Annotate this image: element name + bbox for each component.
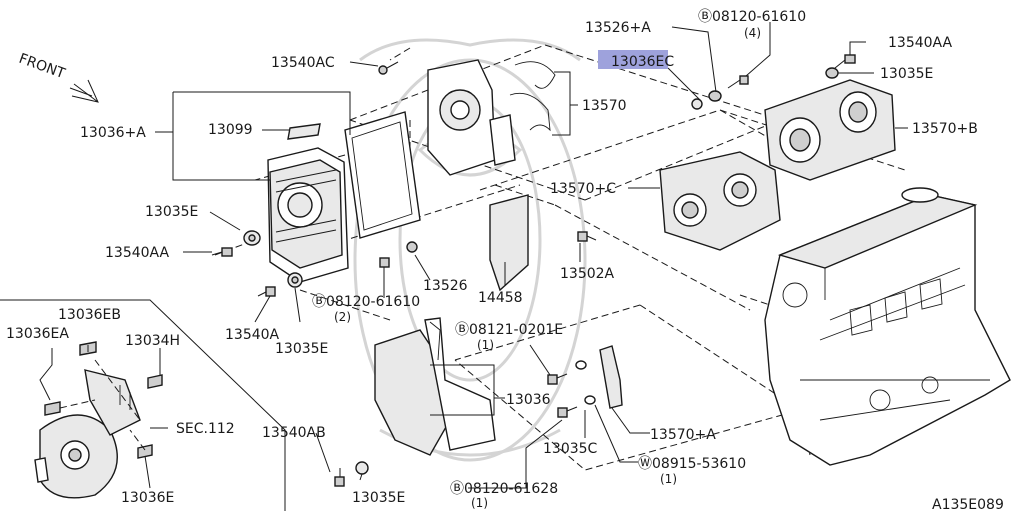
label-bolt-08120-61610-top: Ⓑ08120-61610 — [698, 9, 806, 25]
bolt-13540AC-icon — [378, 61, 399, 75]
label-13540AB: 13540AB — [262, 425, 326, 441]
label-13035E-mid: 13035E — [275, 341, 328, 357]
label-13526: 13526 — [423, 278, 468, 294]
label-13036: 13036 — [506, 392, 551, 408]
bolt-08120-61610-mid-icon — [379, 257, 390, 282]
bracket-13570A-icon — [599, 345, 623, 409]
gasket-part — [344, 111, 421, 239]
bolt-08121-0201E-icon — [547, 373, 568, 385]
label-bolt-08120-61628: Ⓑ08120-61628 — [450, 481, 558, 497]
label-bolt-08121-0201E: Ⓑ08121-0201E — [455, 322, 563, 338]
label-13036A: 13036+A — [80, 125, 146, 141]
washer-13035C-icon — [575, 360, 596, 405]
plate-14458 — [489, 194, 529, 292]
bolt-13540A-icon — [257, 286, 276, 297]
washer-13035E-left-icon — [243, 230, 261, 246]
label-13540AA-left: 13540AA — [105, 245, 170, 261]
front-label: FRONT — [17, 51, 68, 83]
label-14458: 14458 — [478, 290, 523, 306]
label-13570A: 13570+A — [650, 427, 716, 443]
bolt-08120-61628-icon — [557, 406, 578, 418]
label-bolt-08120-61610-top-qty: (4) — [744, 26, 761, 40]
label-13540AC: 13540AC — [271, 55, 335, 71]
lower-cover-part — [374, 317, 496, 456]
label-washer-08915-53610-qty: (1) — [660, 472, 677, 486]
label-13526A: 13526+A — [585, 20, 651, 36]
label-sec-112: SEC.112 — [176, 421, 235, 437]
label-13035E-left: 13035E — [145, 204, 198, 220]
label-13035C: 13035C — [543, 441, 598, 457]
label-13035E-bottom: 13035E — [352, 490, 405, 506]
bolt-13502A-icon — [577, 231, 597, 242]
label-13502A: 13502A — [560, 266, 615, 282]
label-bolt-08120-61610-mid: Ⓑ08120-61610 — [312, 294, 420, 310]
label-13036EB: 13036EB — [58, 307, 121, 323]
bolt-13540AA-right-icon — [834, 54, 856, 69]
label-13036E: 13036E — [121, 490, 174, 506]
label-13570: 13570 — [582, 98, 627, 114]
label-13570C: 13570+C — [550, 181, 616, 197]
bolt-08120-61610-top-icon — [727, 75, 749, 89]
highlight-13036EC — [598, 50, 668, 69]
label-bolt-08121-0201E-qty: (1) — [477, 338, 494, 352]
leader-lines — [39, 22, 908, 489]
label-13034H: 13034H — [125, 333, 180, 349]
plate-13099 — [287, 123, 321, 140]
label-bolt-08120-61610-mid-qty: (2) — [334, 310, 351, 324]
front-cover-part — [267, 147, 349, 283]
label-13035E-right: 13035E — [880, 66, 933, 82]
bolt-13526-icon — [406, 241, 418, 253]
engine-block — [764, 187, 1011, 466]
label-washer-08915-53610: Ⓦ08915-53610 — [638, 456, 746, 472]
bolt-13540AA-left-icon — [211, 247, 233, 257]
label-13036EA: 13036EA — [6, 326, 69, 342]
bolts — [211, 54, 856, 487]
water-pump-inset — [0, 299, 286, 511]
front-arrow-icon — [69, 79, 99, 103]
label-13540A: 13540A — [225, 327, 280, 343]
washer-13035E-right-icon — [825, 67, 839, 79]
bolt-13526A-icon — [691, 90, 722, 110]
washer-13035E-bottom-icon — [355, 461, 369, 475]
figure-code: A135E089 — [932, 497, 1004, 511]
bracket-13570 — [509, 61, 556, 132]
label-13099: 13099 — [208, 122, 253, 138]
rear-cover-part — [427, 59, 516, 176]
label-13540AA-right: 13540AA — [888, 35, 953, 51]
bolt-13540AB-icon — [334, 468, 345, 487]
cover-13570B — [764, 79, 896, 181]
label-13570B: 13570+B — [912, 121, 978, 137]
label-13036EC: 13036EC — [611, 54, 674, 70]
label-bolt-08120-61628-qty: (1) — [471, 496, 488, 510]
cover-13570C — [659, 151, 781, 251]
washer-13035E-mid-icon — [287, 272, 303, 288]
